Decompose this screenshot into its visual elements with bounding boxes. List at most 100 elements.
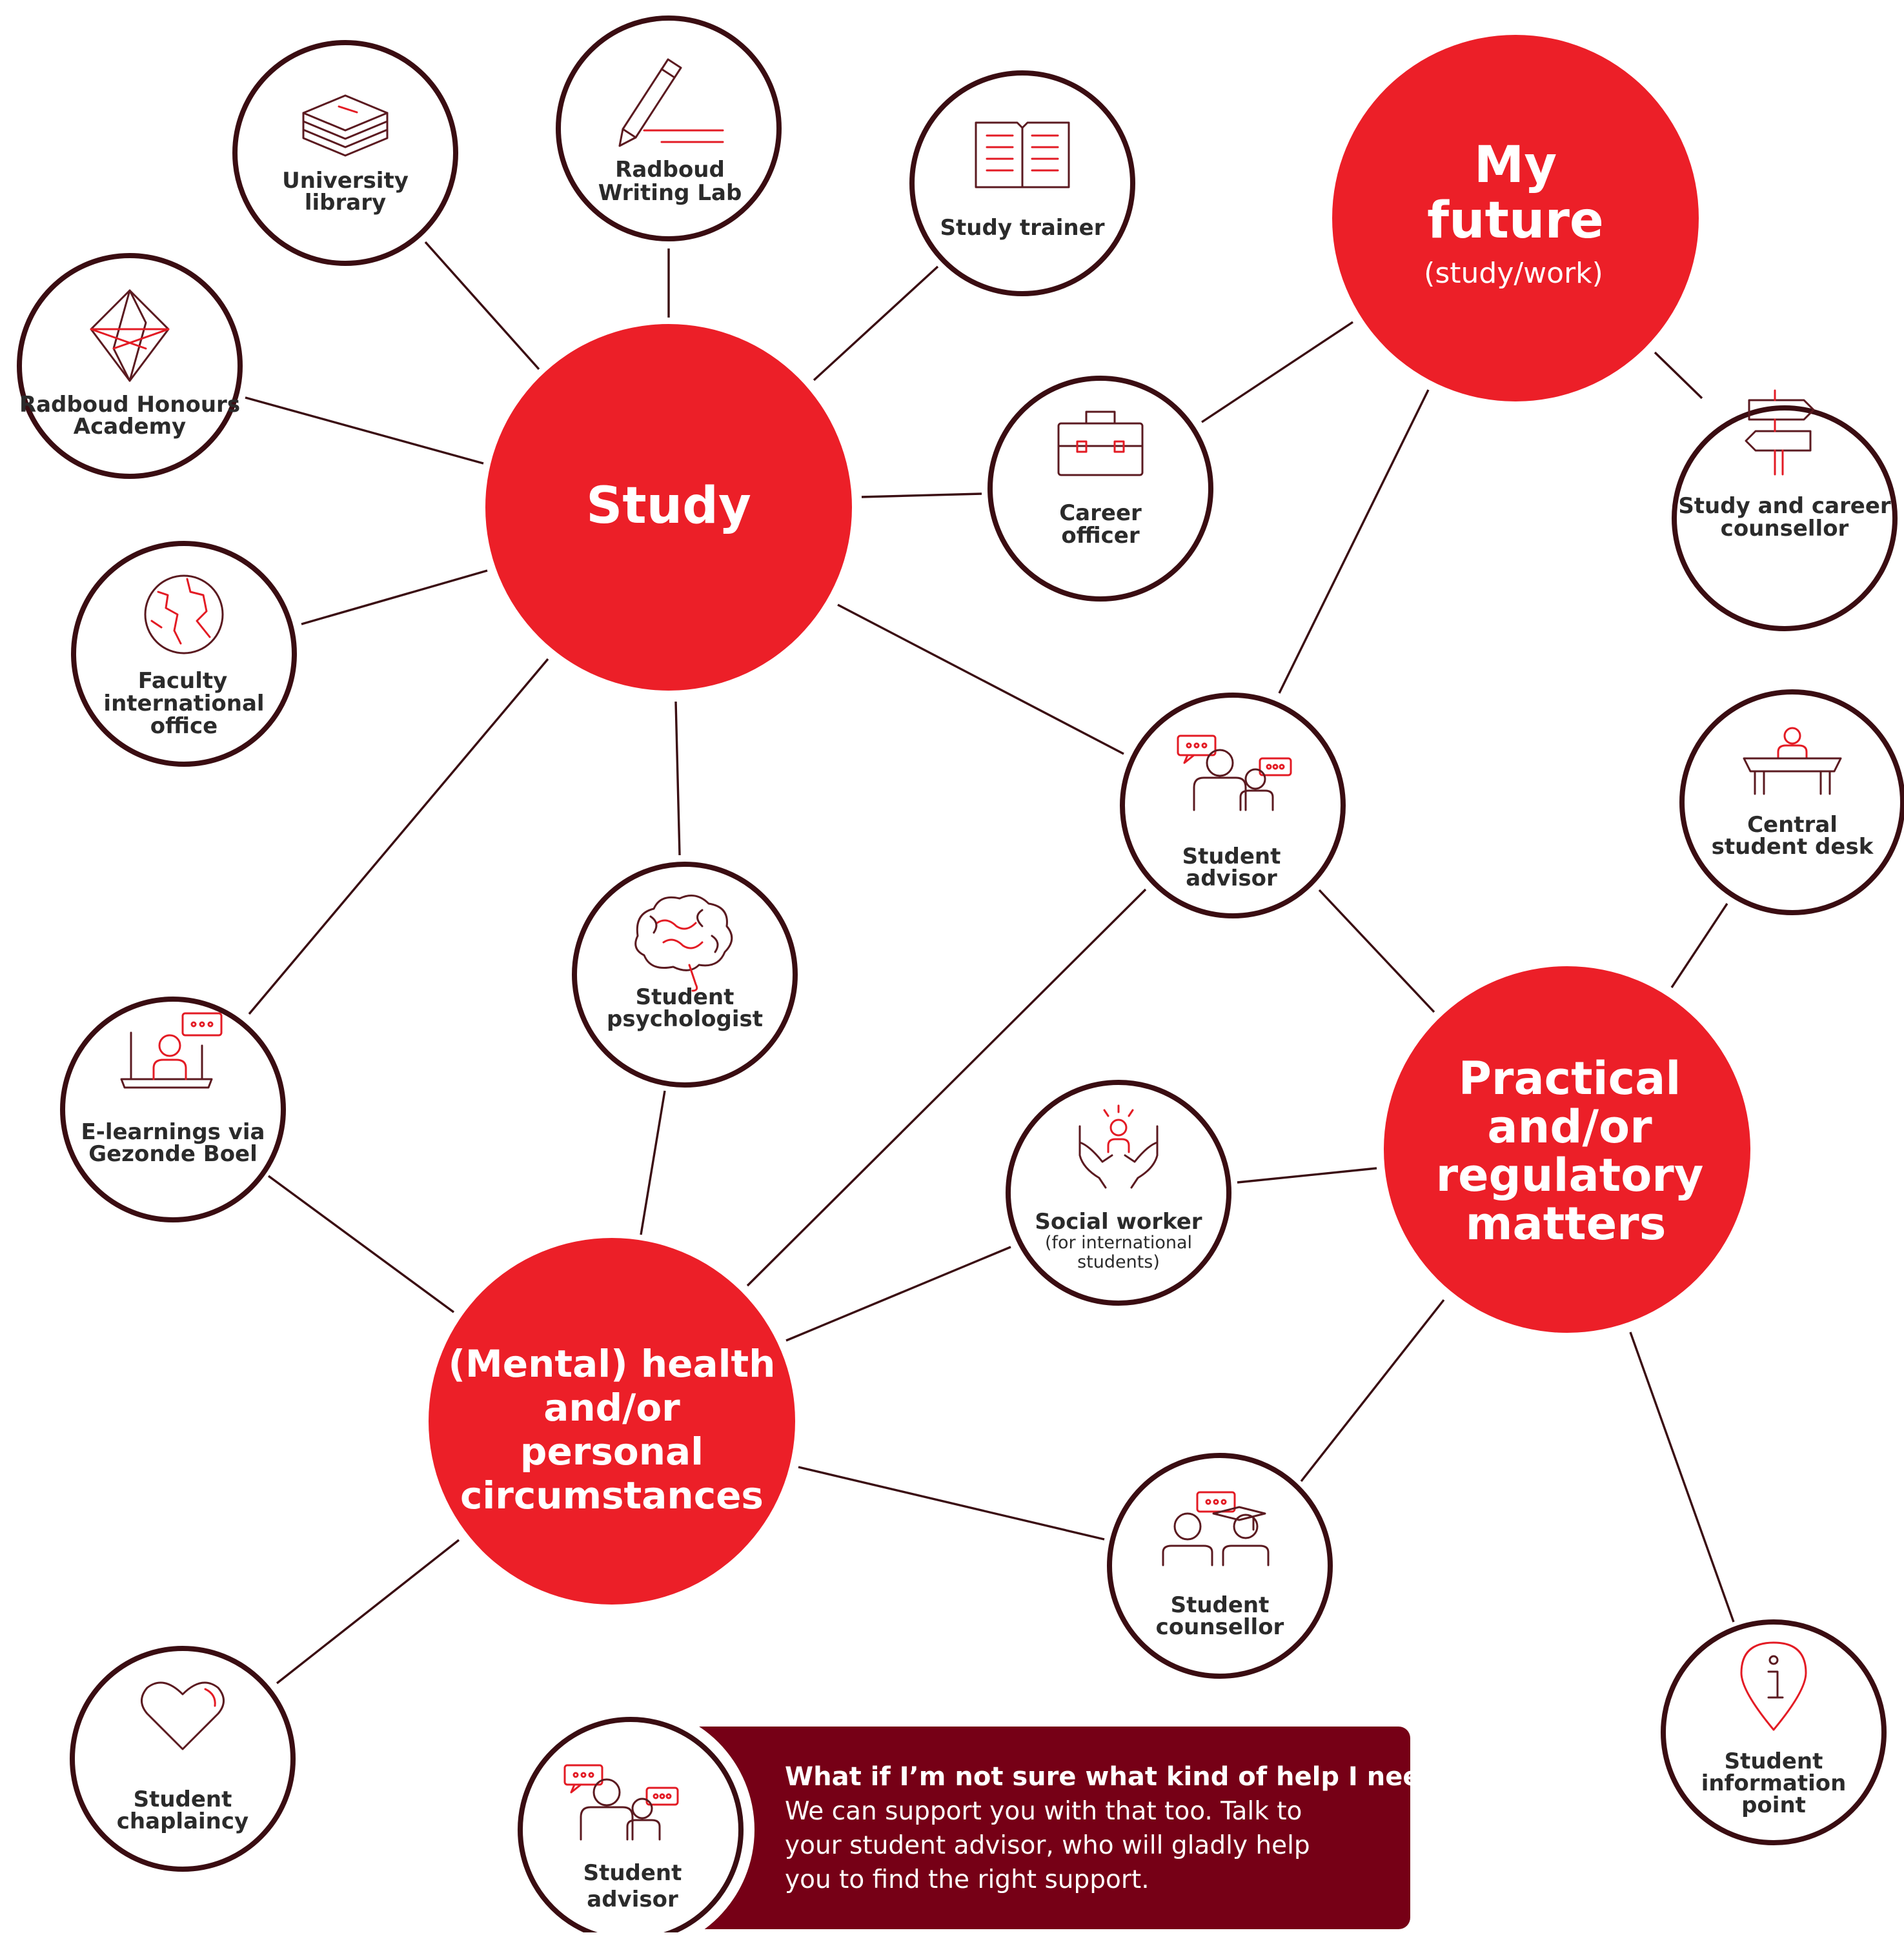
node-social-worker[interactable]: Social worker (for international student… bbox=[1006, 1080, 1231, 1306]
elearnings-label-2: Gezonde Boel bbox=[88, 1141, 258, 1167]
callout-title: What if I’m not sure what kind of help I… bbox=[785, 1762, 1453, 1792]
career-counsellor-label-1: Study and career bbox=[1678, 493, 1891, 519]
people-chat-icon bbox=[1177, 734, 1292, 811]
chaplaincy-label-2: chaplaincy bbox=[117, 1808, 248, 1834]
briefcase-icon bbox=[1057, 410, 1144, 476]
edge-future-student-advisor bbox=[1278, 389, 1430, 694]
hub-practical-label-2: and/or bbox=[1487, 1100, 1652, 1153]
globe-icon bbox=[144, 574, 224, 654]
node-study-trainer[interactable]: Study trainer bbox=[909, 70, 1135, 296]
student-advisor-label-1: Student bbox=[1182, 844, 1281, 869]
edge-health-counsellor bbox=[798, 1466, 1105, 1541]
edge-study-trainer bbox=[813, 265, 939, 381]
pencil-icon bbox=[618, 58, 724, 147]
edge-elearnings-health bbox=[267, 1175, 455, 1313]
edge-psychologist-health bbox=[640, 1090, 666, 1235]
social-worker-sub-1: (for international bbox=[1045, 1233, 1192, 1253]
node-student-chaplaincy[interactable]: Student chaplaincy bbox=[70, 1646, 296, 1872]
node-student-counsellor[interactable]: Student counsellor bbox=[1107, 1453, 1333, 1679]
callout-body-line-3: you to find the right support. bbox=[785, 1865, 1149, 1894]
graduate-chat-icon bbox=[1162, 1491, 1270, 1566]
callout-background bbox=[678, 1727, 1410, 1929]
callout-advisor-label-2: advisor bbox=[587, 1887, 678, 1912]
social-worker-label: Social worker bbox=[1035, 1209, 1202, 1235]
brain-icon bbox=[634, 895, 733, 992]
honours-label-2: Academy bbox=[74, 414, 186, 440]
edge-study-career-officer bbox=[861, 492, 982, 498]
hub-practical-label-4: matters bbox=[1466, 1197, 1666, 1250]
edge-advisor-practical bbox=[1318, 889, 1435, 1013]
hub-future-sub: (study/work) bbox=[1424, 257, 1603, 290]
node-faculty-international-office[interactable]: Faculty international office bbox=[71, 541, 297, 767]
library-label-1: University bbox=[282, 168, 409, 194]
heart-icon bbox=[141, 1681, 225, 1750]
edge-study-faculty-office bbox=[301, 569, 488, 625]
node-central-student-desk[interactable]: Central student desk bbox=[1679, 689, 1904, 915]
laptop-icon bbox=[120, 1012, 223, 1089]
edge-practical-info-point bbox=[1629, 1332, 1735, 1623]
hub-health-label-4: circumstances bbox=[460, 1474, 764, 1517]
psychologist-label-2: psychologist bbox=[607, 1006, 763, 1032]
edge-future-career-officer bbox=[1201, 321, 1353, 423]
hub-future-label-1: My bbox=[1474, 136, 1557, 194]
chaplaincy-label-1: Student bbox=[134, 1787, 232, 1812]
hub-mental-health: (Mental) health and/or personal circumst… bbox=[429, 1238, 795, 1605]
student-advisor-label-2: advisor bbox=[1186, 866, 1277, 891]
career-officer-label-1: Career bbox=[1059, 500, 1142, 526]
hands-icon bbox=[1079, 1104, 1159, 1189]
counsellor-label-1: Student bbox=[1171, 1592, 1270, 1618]
hub-my-future: My future (study/work) bbox=[1332, 35, 1699, 401]
edge-future-career-counsellor bbox=[1654, 351, 1703, 400]
callout-help: Student advisor What if I’m not sure wha… bbox=[507, 1706, 1453, 1935]
library-label-2: library bbox=[305, 190, 386, 216]
edge-health-social-worker bbox=[785, 1246, 1011, 1342]
edge-study-psychologist bbox=[674, 701, 681, 856]
hub-study-label: Study bbox=[586, 477, 751, 535]
writing-lab-label-2: Writing Lab bbox=[598, 180, 742, 206]
node-student-psychologist[interactable]: Student psychologist bbox=[572, 862, 798, 1088]
signpost-icon bbox=[1745, 389, 1815, 476]
edge-practical-social-worker bbox=[1237, 1167, 1377, 1184]
central-desk-label-2: student desk bbox=[1712, 834, 1874, 860]
hub-health-label-1: (Mental) health bbox=[449, 1342, 776, 1386]
career-counsellor-label-2: counsellor bbox=[1721, 516, 1849, 542]
edge-health-chaplaincy bbox=[276, 1539, 460, 1685]
edge-study-student-advisor bbox=[837, 603, 1124, 755]
callout-body-line-2: your student advisor, who will gladly he… bbox=[785, 1831, 1310, 1860]
desk-icon bbox=[1743, 727, 1842, 795]
counsellor-label-2: counsellor bbox=[1156, 1614, 1284, 1640]
hub-health-label-3: personal bbox=[520, 1430, 704, 1474]
info-point-label-3: point bbox=[1741, 1792, 1806, 1818]
node-career-officer[interactable]: Career officer bbox=[987, 376, 1213, 602]
writing-lab-label-1: Radboud bbox=[615, 157, 725, 183]
node-student-information-point[interactable]: Student information point bbox=[1661, 1619, 1887, 1845]
node-study-career-counsellor[interactable]: Study and career counsellor bbox=[1672, 389, 1898, 631]
open-book-icon bbox=[975, 121, 1070, 188]
node-university-library[interactable]: University library bbox=[232, 40, 458, 266]
social-worker-sub-2: students) bbox=[1077, 1252, 1160, 1272]
psychologist-label-1: Student bbox=[636, 984, 734, 1010]
callout-advisor-label-1: Student bbox=[583, 1860, 682, 1886]
hub-health-label-2: and/or bbox=[543, 1386, 680, 1430]
node-honours-academy[interactable]: Radboud Honours Academy bbox=[17, 253, 243, 479]
node-elearnings[interactable]: E-learnings via Gezonde Boel bbox=[60, 997, 286, 1222]
faculty-office-label-1: Faculty bbox=[138, 668, 228, 694]
hub-future-label-2: future bbox=[1427, 192, 1604, 250]
info-point-label-1: Student bbox=[1725, 1748, 1823, 1774]
connector-lines bbox=[245, 241, 1735, 1685]
edge-practical-counsellor bbox=[1300, 1299, 1445, 1483]
central-desk-label-1: Central bbox=[1747, 812, 1838, 838]
hub-practical: Practical and/or regulatory matters bbox=[1384, 966, 1750, 1333]
edge-desk-practical bbox=[1670, 903, 1728, 988]
people-chat-icon bbox=[563, 1764, 679, 1841]
edge-study-elearnings bbox=[248, 658, 549, 1015]
node-writing-lab[interactable]: Radboud Writing Lab bbox=[556, 15, 782, 241]
edge-study-honours bbox=[245, 396, 484, 465]
books-icon bbox=[302, 94, 389, 157]
faculty-office-label-2: international bbox=[103, 691, 264, 716]
faculty-office-label-3: office bbox=[150, 713, 218, 739]
elearnings-label-1: E-learnings via bbox=[81, 1119, 265, 1145]
edge-study-library bbox=[424, 241, 540, 370]
node-student-advisor[interactable]: Student advisor bbox=[1120, 693, 1346, 918]
